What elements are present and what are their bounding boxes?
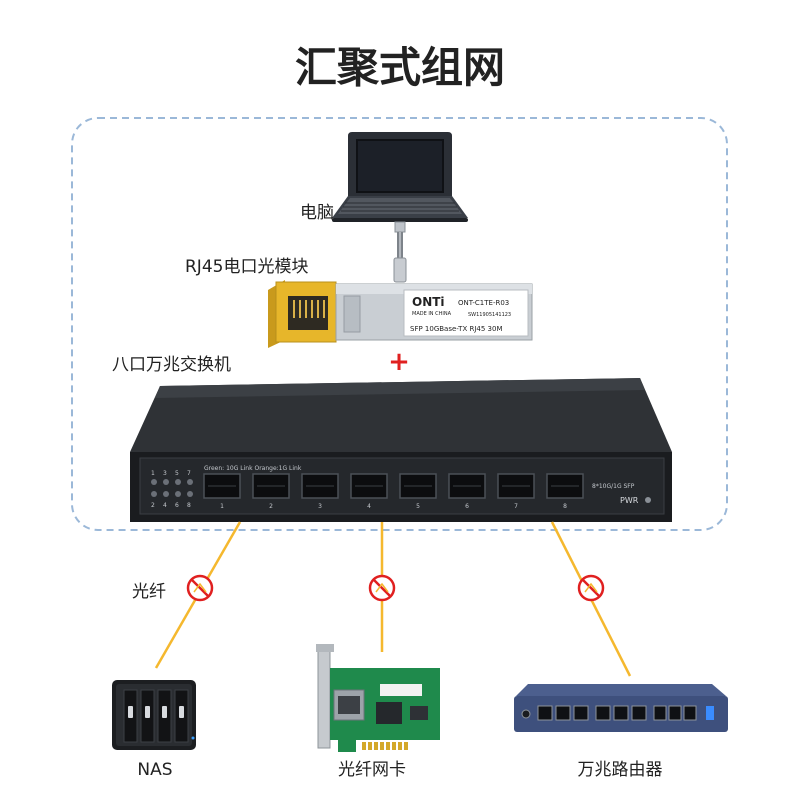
laptop-icon <box>332 132 468 222</box>
router-label: 万兆路由器 <box>578 760 663 780</box>
port-number: 4 <box>367 503 371 510</box>
laser-warning-icon <box>368 574 396 602</box>
laser-warning-icon <box>577 574 605 602</box>
ethernet-cable-icon <box>393 221 407 283</box>
switch-icon <box>130 378 672 522</box>
module-made-in: MADE IN CHINA <box>412 311 452 317</box>
nic-label: 光纤网卡 <box>338 760 406 780</box>
laptop-label: 电脑 <box>300 203 334 223</box>
laser-warning-icon <box>186 574 214 602</box>
module-spec: SFP 10GBase-TX RJ45 30M <box>410 325 502 333</box>
switch-pwr-label: PWR <box>620 496 639 505</box>
aggregation-group-border <box>71 117 728 531</box>
port-number: 1 <box>220 503 224 510</box>
module-brand: ONTi <box>412 295 445 309</box>
port-number: 6 <box>465 503 469 510</box>
switch-port-type: 8*10G/1G SFP <box>592 483 635 490</box>
led-number: 8 <box>187 502 191 509</box>
router-icon <box>514 684 728 732</box>
page-title: 汇聚式组网 <box>295 43 505 92</box>
led-number: 5 <box>175 470 179 477</box>
port-number: 2 <box>269 503 273 510</box>
fiber-label: 光纤 <box>132 582 166 602</box>
led-number: 3 <box>163 470 167 477</box>
nas-label: NAS <box>137 760 172 780</box>
led-number: 2 <box>151 502 155 509</box>
led-number: 6 <box>175 502 179 509</box>
pwr-led-icon <box>645 497 651 503</box>
port-number: 8 <box>563 503 567 510</box>
module-model: ONT-C1TE-R03 <box>458 299 509 307</box>
port-number: 3 <box>318 503 322 510</box>
rj45-sfp-module-icon <box>268 280 533 348</box>
led-number: 4 <box>163 502 167 509</box>
led-number: 7 <box>187 470 191 477</box>
nas-icon <box>112 680 196 750</box>
plus-sign: + <box>388 347 410 377</box>
fiber-nic-icon <box>316 644 440 752</box>
module-label: RJ45电口光模块 <box>185 257 308 277</box>
module-serial: SW11905141123 <box>468 312 511 318</box>
port-number: 7 <box>514 503 518 510</box>
switch-label: 八口万兆交换机 <box>112 355 231 375</box>
switch-legend: Green: 10G Link Orange:1G Link <box>204 465 302 472</box>
port-number: 5 <box>416 503 420 510</box>
led-number: 1 <box>151 470 155 477</box>
